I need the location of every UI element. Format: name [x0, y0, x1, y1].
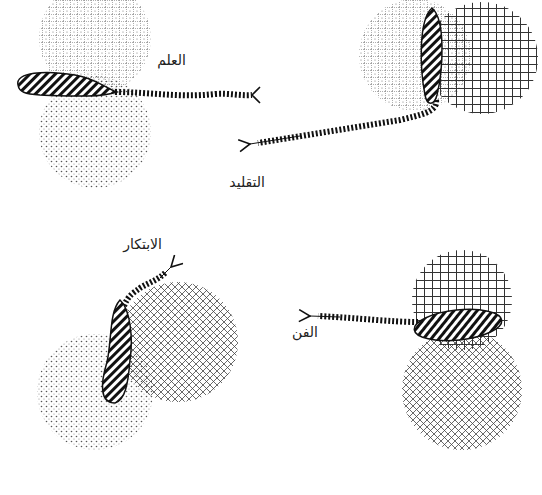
panel-label: العلم — [155, 52, 188, 69]
arrow-head — [250, 136, 300, 144]
pattern-circle — [426, 2, 538, 114]
panel-label: التقليد — [227, 174, 267, 191]
hatched-blob — [18, 72, 117, 96]
pattern-circle — [412, 250, 512, 350]
arrow-tail — [252, 87, 260, 103]
hatched-arrow — [115, 92, 252, 95]
arrow-head — [160, 267, 171, 278]
hatched-blob — [413, 305, 504, 344]
hatched-blob — [421, 8, 442, 103]
arrow-head — [310, 316, 340, 317]
pattern-circle — [402, 330, 522, 450]
panel-label: الابتكار — [121, 236, 164, 253]
pattern-circle — [118, 282, 238, 402]
panel-label: الفن — [290, 324, 320, 341]
hatched-arrow — [258, 100, 436, 143]
hatched-blob — [102, 300, 131, 403]
hatched-arrow — [124, 272, 166, 306]
